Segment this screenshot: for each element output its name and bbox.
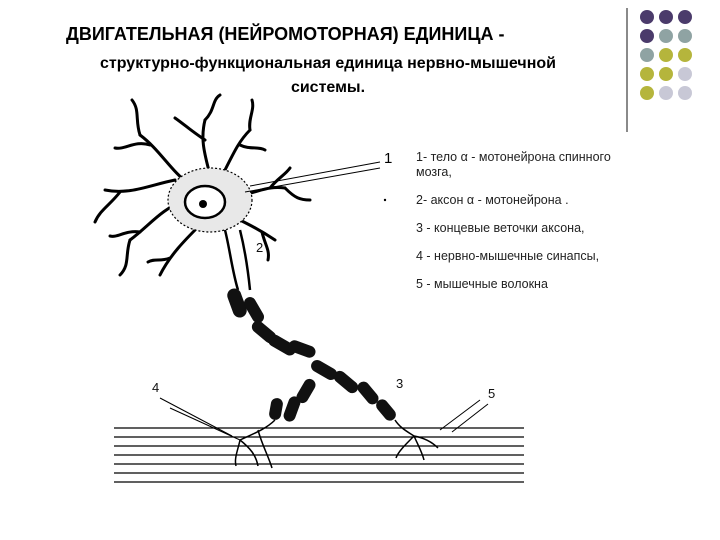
decor-dot [678,10,692,24]
terminal-branches [234,419,439,469]
dendrites [93,93,312,277]
label-synapse: 4 [152,380,160,395]
slide-subtitle: структурно-функциональная единица нервно… [38,52,618,100]
diagram-marker-1: 1 [384,150,393,167]
decor-dot [678,29,692,43]
muscle-fibers [114,427,524,483]
legend-item: 2- аксон α - мотонейрона . [416,193,569,207]
subtitle-line-2: системы. [290,79,366,96]
decor-dot [659,48,673,62]
axon [223,229,252,291]
decor-dot-grid [640,10,720,110]
decor-dot [659,10,673,24]
decor-dot [640,10,654,24]
decor-dot [640,86,654,100]
legend-item: 4 - нервно-мышечные синапсы, [416,249,600,263]
label-axon: 2 [256,240,264,255]
decor-dot [659,67,673,81]
legend: 1- тело α - мотонейрона спинного мозга, … [416,150,616,305]
decor-dot [659,86,673,100]
pointer-lines [159,161,489,441]
slide-title: ДВИГАТЕЛЬНАЯ (НЕЙРОМОТОРНАЯ) ЕДИНИЦА - [66,24,505,44]
decor-dot [640,48,654,62]
decor-dot [678,67,692,81]
legend-item: 3 - концевые веточки аксона, [416,221,585,235]
subtitle-line-1: структурно-функциональная единица нервно… [100,55,556,72]
label-fiber: 5 [488,386,496,401]
decor-dot [640,29,654,43]
decor-divider [626,8,628,132]
decor-dot [678,48,692,62]
legend-item: 1- тело α - мотонейрона спинного мозга, [416,150,611,179]
decor-dot [678,86,692,100]
legend-item: 5 - мышечные волокна [416,277,548,291]
myelin-segments [227,288,396,422]
label-terminal: 3 [396,376,404,391]
neuron-body [167,167,253,233]
decor-dot [659,29,673,43]
decor-dot [640,67,654,81]
